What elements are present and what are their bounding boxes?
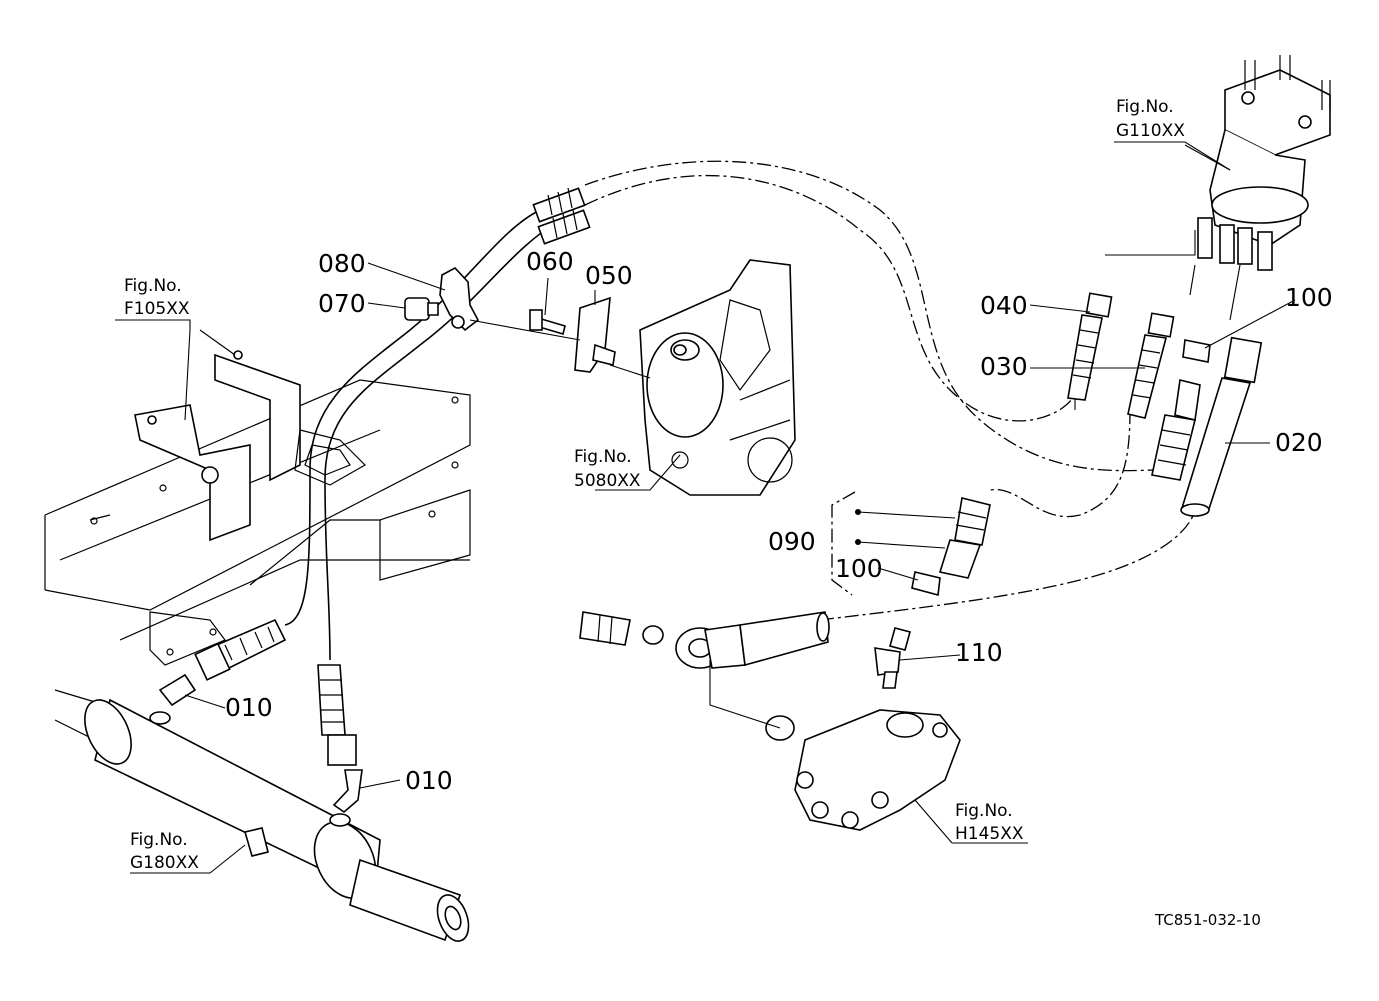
chassis-frame [45,380,470,640]
figref-g110-code: G110XX [1116,121,1185,141]
leader-lines [115,145,1295,873]
bolt-060 [530,310,565,334]
callout-080: 080 [318,249,366,278]
fitting-030 [1128,313,1174,418]
callout-010-left: 010 [225,693,273,722]
fitting-090 [940,498,990,578]
callout-050: 050 [585,261,633,290]
figref-g180-prefix: Fig.No. [130,830,188,850]
figref-f105-code: F105XX [124,299,190,319]
callout-020: 020 [1275,428,1323,457]
callout-040: 040 [980,291,1028,320]
callout-060: 060 [526,247,574,276]
clip-100-top [1183,340,1210,362]
frame-clip [295,430,365,485]
bracket-050 [575,298,615,372]
figref-5080-prefix: Fig.No. [574,447,632,467]
center-hose-assembly [580,612,829,668]
engine-housing [640,260,795,495]
figref-h145-prefix: Fig.No. [955,801,1013,821]
callout-100-top: 100 [1285,283,1333,312]
callout-070: 070 [318,289,366,318]
figref-5080-code: 5080XX [574,471,641,491]
callout-010-right: 010 [405,766,453,795]
elbow-110 [875,628,910,688]
figref-g180-code: G180XX [130,853,199,873]
fitting-040 [1068,293,1112,400]
drawing-code: TC851-032-10 [1154,911,1261,929]
fitting-right-sleeve [1152,380,1200,480]
callout-100-bottom: 100 [835,554,883,583]
callout-110: 110 [955,638,1003,667]
callout-030: 030 [980,352,1028,381]
bolt-070 [405,298,438,320]
figref-g110-prefix: Fig.No. [1116,97,1174,117]
control-valve [766,710,960,830]
clip-100-bottom [912,572,940,595]
figref-h145-code: H145XX [955,824,1024,844]
upper-hose-sleeves [533,188,589,244]
bracket-f105 [135,351,300,540]
figref-f105-prefix: Fig.No. [124,276,182,296]
callout-090: 090 [768,527,816,556]
